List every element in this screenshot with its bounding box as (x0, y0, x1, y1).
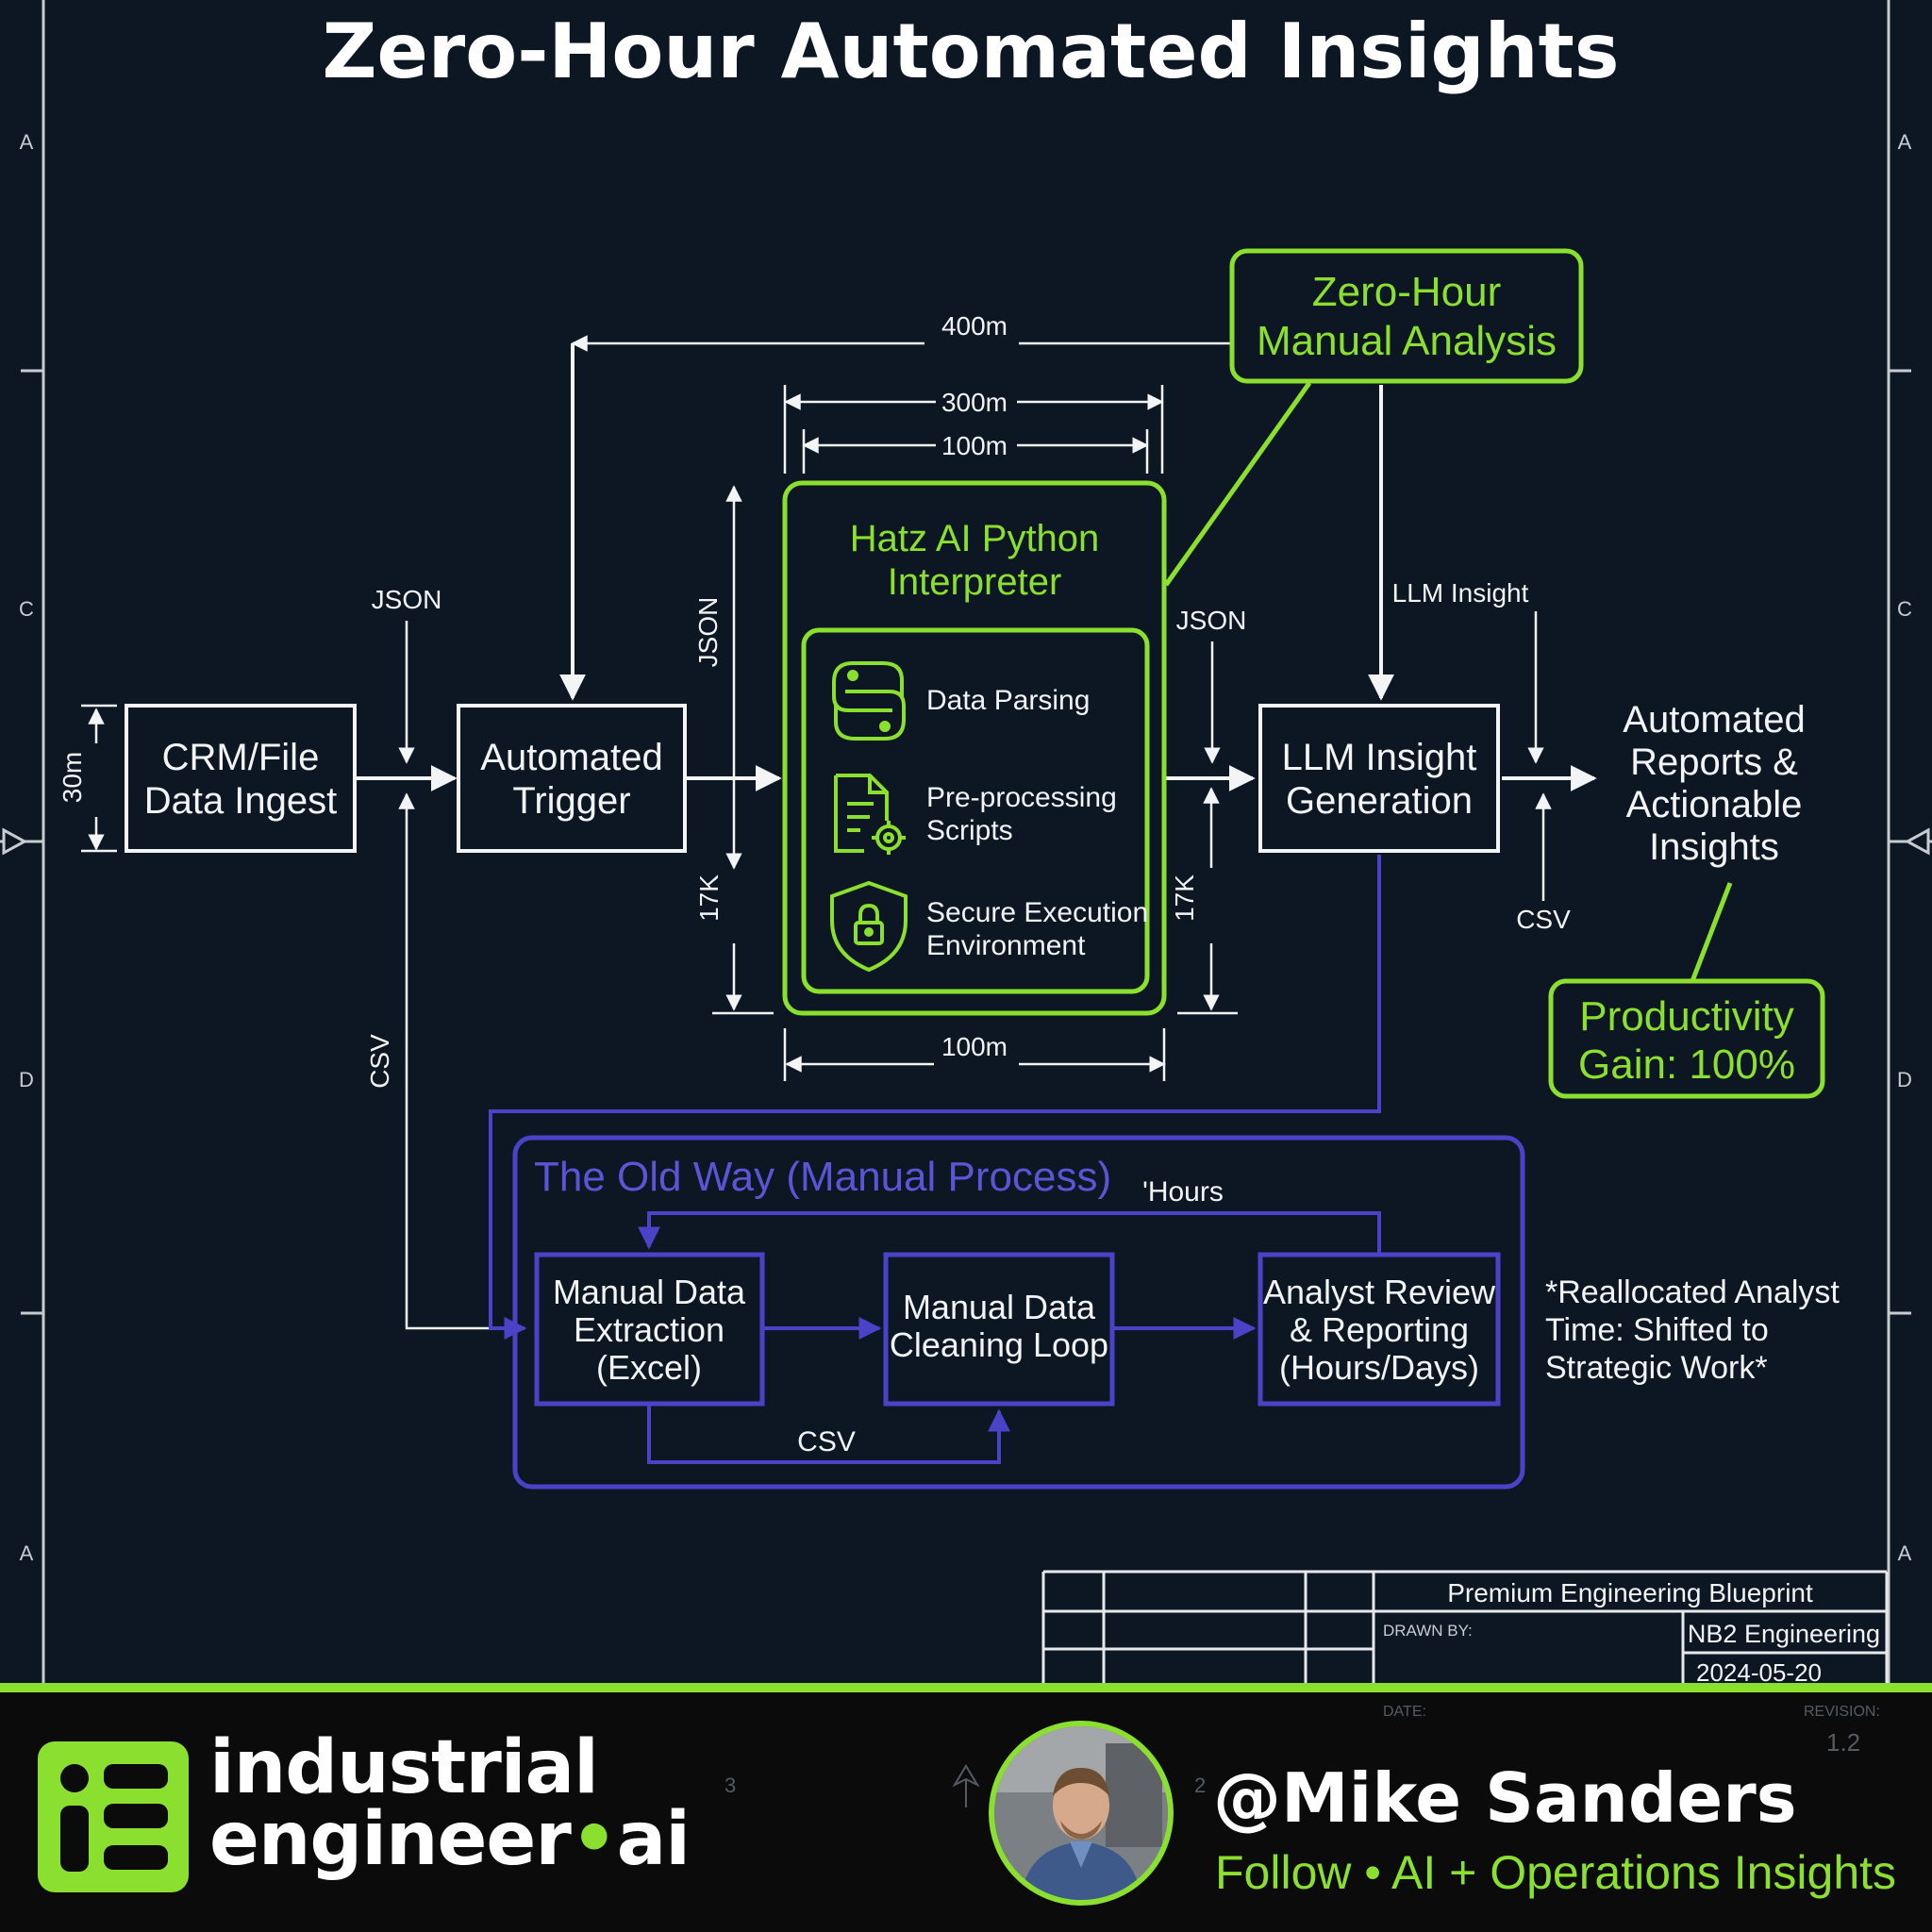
brand-logo-line1: industrial (209, 1725, 599, 1810)
llm-generation-label: LLM Insight (1282, 737, 1477, 778)
automated-reports-label: Insights (1649, 826, 1779, 868)
zero-hour-callout-text: Manual Analysis (1257, 318, 1557, 364)
dimension-lines (81, 335, 1238, 1081)
crm-ingest-box: CRM/File Data Ingest (125, 704, 357, 853)
automated-reports-label: Automated (1623, 699, 1805, 741)
title-block-revision-label: REVISION: (1804, 1704, 1880, 1720)
flow-labels: JSON JSON JSON LLM Insight CSV CSV (365, 578, 1571, 1089)
border-letter: D (1897, 1068, 1912, 1091)
preprocessing-label: Scripts (926, 815, 1013, 846)
extraction-label: Extraction (574, 1310, 724, 1349)
llm-generation-box: LLM Insight Generation (1258, 704, 1500, 853)
csv-label-vertical: CSV (365, 1034, 394, 1089)
border-letter: A (20, 1541, 34, 1565)
productivity-callout-text: Productivity (1579, 993, 1793, 1040)
reallocated-note-line: *Reallocated Analyst (1545, 1274, 1840, 1310)
dimension-30m: 30m (58, 752, 87, 803)
secure-env-label: Secure Execution (926, 897, 1148, 928)
old-way-csv-label: CSV (797, 1426, 856, 1457)
hatz-interpreter-box: Hatz AI Python Interpreter Data Parsing (782, 480, 1167, 1016)
dimension-400m: 400m (941, 311, 1008, 341)
border-letter: C (1897, 597, 1912, 621)
json-label-ingest: JSON (372, 585, 442, 614)
reallocated-note-line: Time: Shifted to (1545, 1312, 1769, 1348)
drawn-by-value: NB2 Engineering (1688, 1620, 1880, 1648)
author-tagline: Follow • AI + Operations Insights (1215, 1846, 1897, 1899)
review-label: & Reporting (1290, 1310, 1469, 1349)
border-letter: D (19, 1068, 34, 1091)
document-gear-icon (834, 774, 906, 855)
brand-logo-text[interactable]: industrial engineer•ai (209, 1725, 738, 1882)
review-label: (Hours/Days) (1279, 1348, 1479, 1387)
csv-label-output: CSV (1516, 905, 1571, 934)
title-block: Premium Engineering Blueprint DRAWN BY: … (1041, 1570, 1889, 1687)
crm-ingest-label: CRM/File (162, 737, 320, 778)
python-icon (832, 661, 906, 741)
crm-ingest-label: Data Ingest (144, 780, 338, 822)
footer-banner: industrial engineer•ai DATE: REVISION: 1… (0, 1683, 1932, 1932)
hours-label: 'Hours (1142, 1176, 1224, 1208)
brand-logo-dot: • (570, 1797, 618, 1882)
zero-hour-callout-text: Zero-Hour (1312, 269, 1502, 315)
automated-trigger-label: Automated (480, 737, 662, 778)
productivity-callout: Productivity Gain: 100% (1548, 882, 1825, 1099)
extraction-label: (Excel) (596, 1348, 702, 1387)
llm-insight-label: LLM Insight (1392, 578, 1529, 608)
sheet-grid-number: 3 (724, 1774, 737, 1797)
drawn-by-label: DRAWN BY: (1383, 1622, 1473, 1640)
north-arrow-icon (952, 1764, 980, 1807)
flow-arrows (357, 343, 1597, 791)
llm-generation-label: Generation (1286, 780, 1473, 822)
border-letters: A C D A A C D A (19, 130, 1912, 1565)
reallocated-note: *Reallocated Analyst Time: Shifted to St… (1545, 1274, 1840, 1386)
border-letter: C (19, 597, 34, 621)
dimension-300m: 300m (941, 388, 1008, 417)
automated-trigger-box: Automated Trigger (457, 704, 687, 853)
json-label-interpreter: JSON (1176, 606, 1247, 635)
productivity-callout-text: Gain: 100% (1578, 1041, 1795, 1088)
zero-hour-callout: Zero-Hour Manual Analysis (1163, 248, 1584, 587)
title-block-revision-value: 1.2 (1826, 1728, 1861, 1757)
shield-lock-icon (830, 880, 908, 973)
review-label: Analyst Review (1263, 1273, 1496, 1311)
data-parsing-label: Data Parsing (926, 685, 1090, 716)
old-way-title: The Old Way (Manual Process) (534, 1154, 1111, 1200)
hatz-interpreter-title: Hatz AI Python (850, 518, 1100, 559)
brand-logo-line2: engineer•ai (209, 1797, 691, 1882)
author-handle[interactable]: @Mike Sanders (1213, 1758, 1797, 1838)
extraction-label: Manual Data (553, 1273, 746, 1311)
preprocessing-label: Pre-processing (926, 782, 1117, 813)
border-letter: A (20, 130, 34, 154)
secure-env-label: Environment (926, 930, 1086, 961)
brand-logo-icon (38, 1741, 189, 1892)
json-label-vertical: JSON (693, 597, 723, 668)
dimension-100m-top: 100m (941, 431, 1008, 460)
dimension-17k-right: 17K (1170, 874, 1199, 922)
old-way-section: The Old Way (Manual Process) Manual Data… (489, 855, 1525, 1490)
automated-trigger-label: Trigger (512, 780, 630, 822)
title-block-date-label: DATE: (1383, 1704, 1426, 1720)
reallocated-note-line: Strategic Work* (1545, 1350, 1768, 1386)
hatz-interpreter-title: Interpreter (888, 561, 1062, 603)
title-block-header: Premium Engineering Blueprint (1447, 1578, 1813, 1607)
date-value: 2024-05-20 (1696, 1658, 1822, 1687)
automated-reports-label: Reports & (1630, 741, 1798, 783)
border-letter: A (1898, 1541, 1912, 1565)
automated-reports-label: Actionable (1626, 784, 1803, 825)
cleaning-label: Cleaning Loop (890, 1325, 1108, 1364)
sheet-grid-number: 2 (1194, 1774, 1207, 1797)
automated-reports-output: Automated Reports & Actionable Insights (1623, 699, 1805, 868)
data-arrows (398, 611, 1552, 1337)
dimension-labels: 400m 300m 100m 100m 30m 17K 17K (58, 311, 1199, 1061)
page-title: Zero-Hour Automated Insights (323, 8, 1620, 95)
border-letter: A (1898, 130, 1912, 154)
cleaning-label: Manual Data (903, 1288, 1096, 1326)
dimension-17k-left: 17K (694, 874, 724, 922)
sheet-border (0, 0, 1932, 1683)
profile-avatar[interactable] (989, 1721, 1174, 1906)
person-avatar-icon (994, 1726, 1168, 1900)
dimension-100m-bottom: 100m (941, 1032, 1008, 1061)
